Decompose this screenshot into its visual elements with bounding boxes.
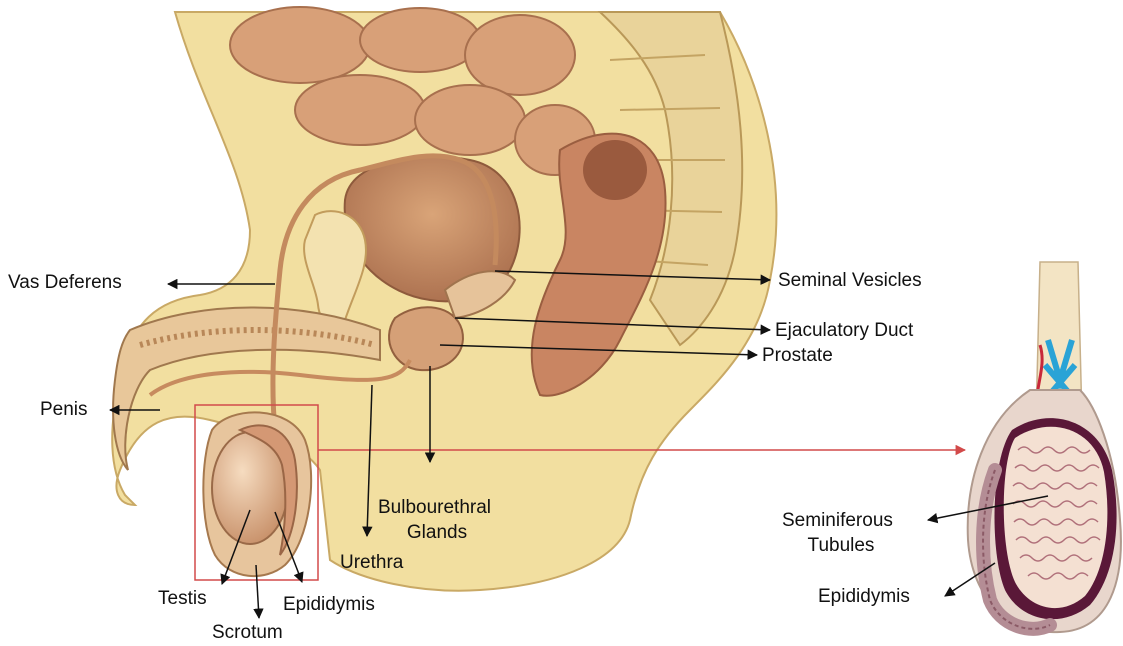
- label-epididymis-right: Epididymis: [818, 586, 910, 608]
- testis-interior: [1004, 427, 1108, 608]
- label-prostate: Prostate: [762, 345, 833, 367]
- label-penis: Penis: [40, 399, 88, 421]
- label-bulbourethral-line2: Glands: [378, 522, 496, 544]
- label-seminal-vesicles: Seminal Vesicles: [778, 270, 922, 292]
- label-urethra: Urethra: [340, 552, 403, 574]
- label-testis: Testis: [158, 588, 207, 610]
- prostate-organ: [389, 307, 463, 370]
- label-vas-deferens: Vas Deferens: [8, 272, 122, 294]
- testis-cross-section: [968, 262, 1121, 632]
- label-epididymis-left: Epididymis: [283, 594, 375, 616]
- label-seminiferous-line1: Seminiferous: [782, 510, 893, 532]
- label-ejaculatory-duct: Ejaculatory Duct: [775, 320, 913, 342]
- label-seminiferous-line2: Tubules: [782, 535, 900, 557]
- sagittal-section: [112, 7, 965, 591]
- label-bulbourethral-line1: Bulbourethral: [378, 497, 491, 519]
- label-scrotum: Scrotum: [212, 622, 283, 644]
